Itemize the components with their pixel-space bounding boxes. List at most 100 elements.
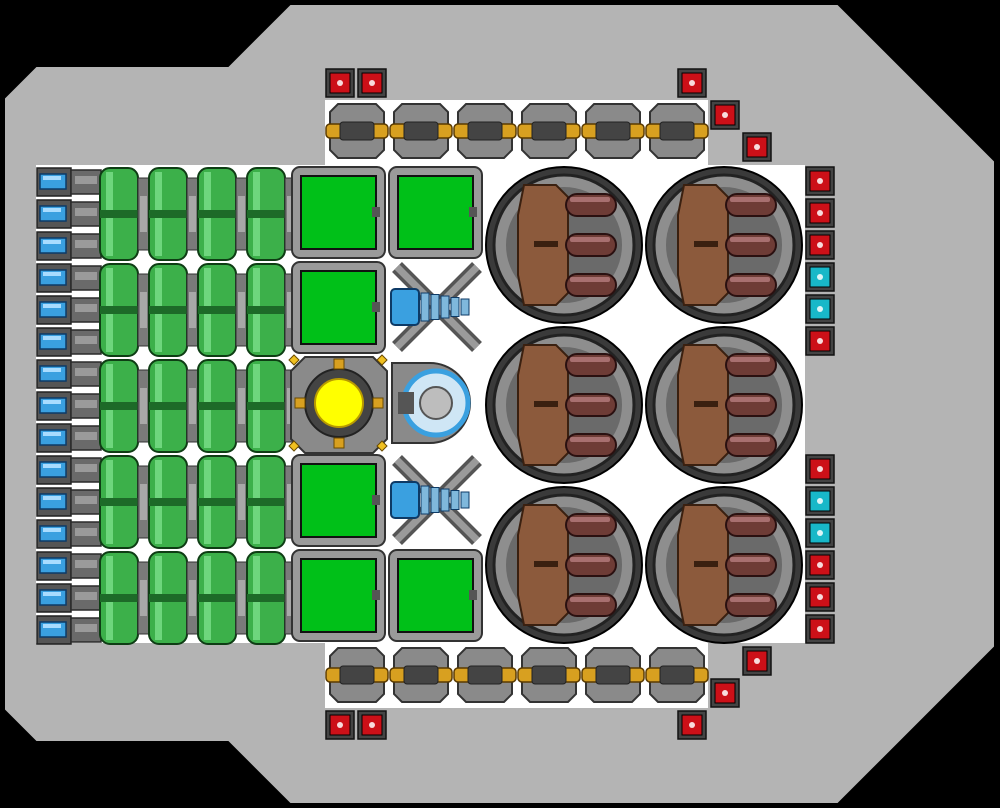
coolant-tank[interactable] (148, 167, 199, 261)
light-gun[interactable] (389, 647, 453, 703)
heavy-turret[interactable] (485, 326, 643, 484)
coolant-tank[interactable] (99, 359, 150, 453)
storage-room[interactable] (291, 549, 386, 642)
storage-room[interactable] (291, 454, 386, 547)
light-gun[interactable] (517, 103, 581, 159)
heavy-turret[interactable] (485, 166, 643, 324)
storage-room[interactable] (291, 261, 386, 354)
coolant-tank[interactable] (148, 263, 199, 357)
pipe-coupler-band (75, 176, 97, 184)
red-beacon[interactable] (357, 68, 387, 98)
light-gun[interactable] (325, 103, 389, 159)
core-clamp (333, 437, 345, 449)
barrel-highlight (730, 397, 770, 402)
light-gun[interactable] (517, 647, 581, 703)
thruster-unit[interactable] (36, 551, 102, 581)
reactor-core[interactable] (288, 354, 388, 454)
red-beacon[interactable] (710, 100, 740, 130)
light-gun[interactable] (389, 103, 453, 159)
drill-arm[interactable] (390, 262, 482, 352)
thruster-unit[interactable] (36, 487, 102, 517)
heavy-turret[interactable] (645, 326, 803, 484)
storage-rooms (291, 166, 483, 642)
coolant-tank[interactable] (99, 455, 150, 549)
red-beacon[interactable] (805, 550, 835, 580)
red-beacon[interactable] (677, 68, 707, 98)
coolant-tank[interactable] (99, 167, 150, 261)
thruster-glint (43, 176, 61, 180)
thruster-unit[interactable] (36, 519, 102, 549)
thruster-unit[interactable] (36, 199, 102, 229)
thruster-unit[interactable] (36, 455, 102, 485)
red-beacon[interactable] (805, 582, 835, 612)
coolant-tank[interactable] (197, 263, 248, 357)
red-beacon[interactable] (805, 454, 835, 484)
heavy-turret[interactable] (645, 166, 803, 324)
red-beacon[interactable] (805, 614, 835, 644)
coolant-tank[interactable] (246, 551, 297, 645)
coolant-tank[interactable] (148, 455, 199, 549)
pipe-coupler-band (75, 336, 97, 344)
tank-pipe-gloss (287, 196, 294, 232)
red-beacon[interactable] (742, 646, 772, 676)
shield-emitter[interactable] (391, 362, 471, 444)
red-beacon[interactable] (325, 710, 355, 740)
coolant-tank[interactable] (148, 359, 199, 453)
thruster-unit[interactable] (36, 423, 102, 453)
drill-segment (420, 292, 430, 322)
cyan-beacon[interactable] (805, 486, 835, 516)
thruster-unit[interactable] (36, 391, 102, 421)
coolant-tank[interactable] (99, 263, 150, 357)
heavy-turret[interactable] (645, 486, 803, 644)
cyan-beacon[interactable] (805, 518, 835, 548)
red-beacon[interactable] (710, 678, 740, 708)
thruster-glint (43, 496, 61, 500)
thruster-unit[interactable] (36, 263, 102, 293)
red-beacon[interactable] (677, 710, 707, 740)
red-beacon[interactable] (805, 326, 835, 356)
drill-arm[interactable] (390, 455, 482, 545)
coolant-tank[interactable] (99, 551, 150, 645)
thruster-unit[interactable] (36, 231, 102, 261)
red-beacon[interactable] (805, 198, 835, 228)
thruster-unit[interactable] (36, 167, 102, 197)
coolant-tank[interactable] (246, 359, 297, 453)
tank-band (247, 402, 285, 410)
thruster-unit[interactable] (36, 327, 102, 357)
coolant-tank[interactable] (246, 167, 297, 261)
coolant-tank[interactable] (148, 551, 199, 645)
storage-room[interactable] (388, 166, 483, 259)
light-gun[interactable] (581, 103, 645, 159)
light-gun[interactable] (645, 103, 709, 159)
cannon-slot (694, 241, 718, 247)
red-beacon[interactable] (805, 230, 835, 260)
storage-room[interactable] (388, 549, 483, 642)
coolant-tank[interactable] (246, 263, 297, 357)
cyan-beacon[interactable] (805, 294, 835, 324)
light-gun[interactable] (325, 647, 389, 703)
light-gun[interactable] (581, 647, 645, 703)
heavy-turret[interactable] (485, 486, 643, 644)
coolant-tank[interactable] (197, 167, 248, 261)
light-gun[interactable] (645, 647, 709, 703)
thruster-unit[interactable] (36, 583, 102, 613)
coolant-tank[interactable] (197, 455, 248, 549)
red-beacon[interactable] (357, 710, 387, 740)
tank-pipe-gloss (140, 484, 147, 520)
beacon-glint (817, 530, 823, 536)
coolant-tank[interactable] (246, 455, 297, 549)
thruster-unit[interactable] (36, 359, 102, 389)
red-beacon[interactable] (325, 68, 355, 98)
light-gun[interactable] (453, 647, 517, 703)
storage-room[interactable] (291, 166, 386, 259)
room-door (469, 207, 477, 217)
cyan-beacon[interactable] (805, 262, 835, 292)
coolant-tank[interactable] (197, 359, 248, 453)
thruster-unit[interactable] (36, 615, 102, 645)
red-beacon[interactable] (742, 132, 772, 162)
thruster-unit[interactable] (36, 295, 102, 325)
red-beacon[interactable] (805, 166, 835, 196)
coolant-tank[interactable] (197, 551, 248, 645)
light-gun[interactable] (453, 103, 517, 159)
cannon-slot (694, 561, 718, 567)
